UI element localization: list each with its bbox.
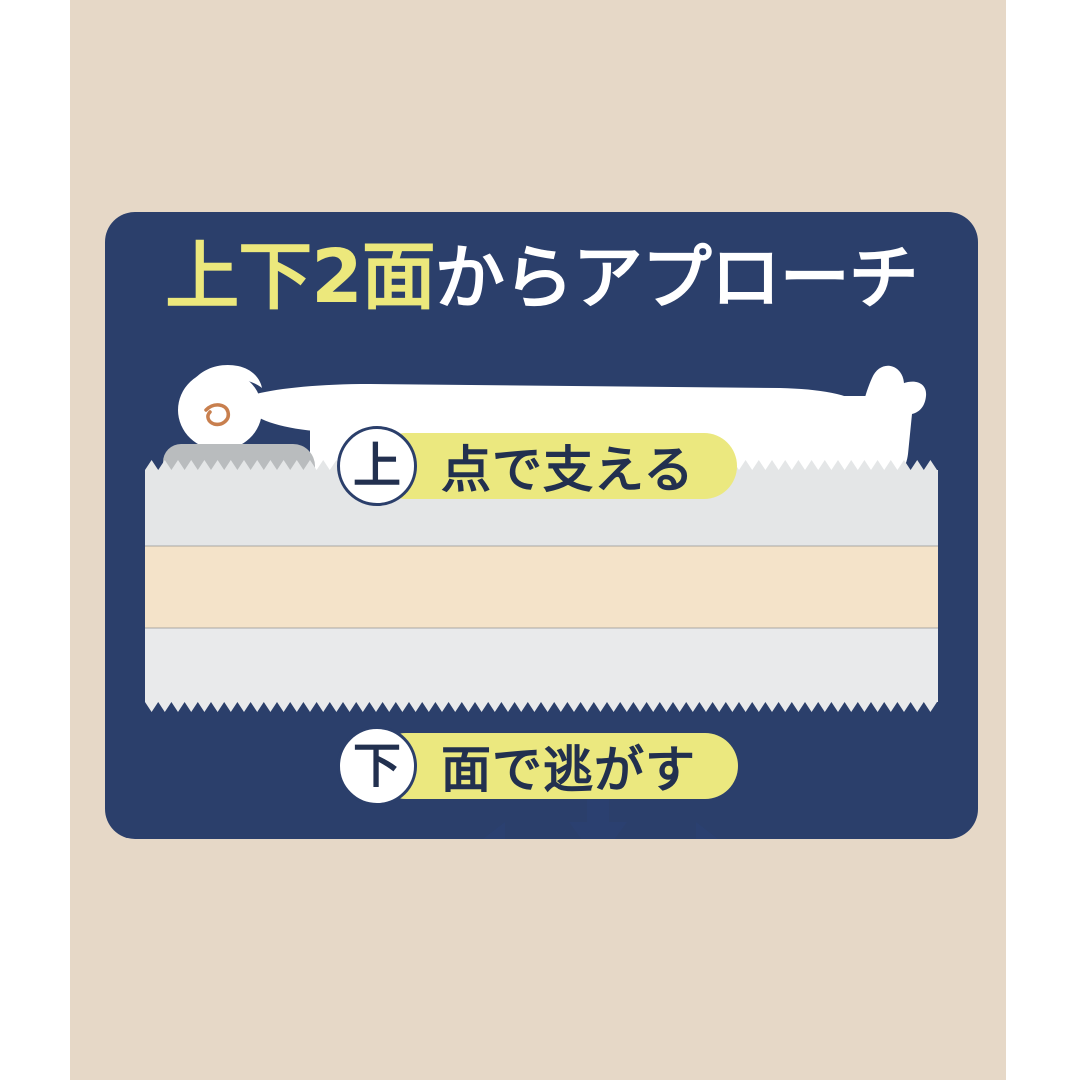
- badge-lower-pill-label: 面で逃がす: [373, 733, 738, 799]
- badge-upper-surface[interactable]: 上 点で支える: [337, 424, 737, 508]
- person-legs: [720, 400, 884, 472]
- mattress-layer-bottom: [145, 628, 938, 702]
- pressure-arrow-left: [482, 822, 505, 839]
- mattress-top-sawtooth-edge: [145, 460, 938, 471]
- person-ear: [204, 403, 231, 427]
- pressure-arrow-right: [696, 822, 719, 839]
- person-head: [178, 370, 262, 450]
- title-plain: からアプローチ: [434, 237, 919, 319]
- badge-upper-circle: 上: [337, 426, 417, 506]
- badge-upper-pill-label: 点で支える: [373, 433, 737, 499]
- person-hair: [190, 364, 262, 394]
- mattress-bottom-sawtooth-edge: [145, 701, 938, 712]
- person-foot: [857, 365, 905, 466]
- mattress-diagram: [145, 460, 938, 839]
- layer-divider-upper: [145, 545, 938, 547]
- mattress-layer-middle: [145, 546, 938, 628]
- layer-divider-lower: [145, 627, 938, 629]
- badge-lower-surface[interactable]: 下 面で逃がす: [337, 724, 738, 808]
- page-title: 上下2面からアプローチ: [105, 240, 978, 314]
- title-highlight: 上下2面: [165, 234, 435, 320]
- infographic-card: 上下2面からアプローチ: [105, 212, 978, 839]
- badge-lower-circle: 下: [337, 726, 417, 806]
